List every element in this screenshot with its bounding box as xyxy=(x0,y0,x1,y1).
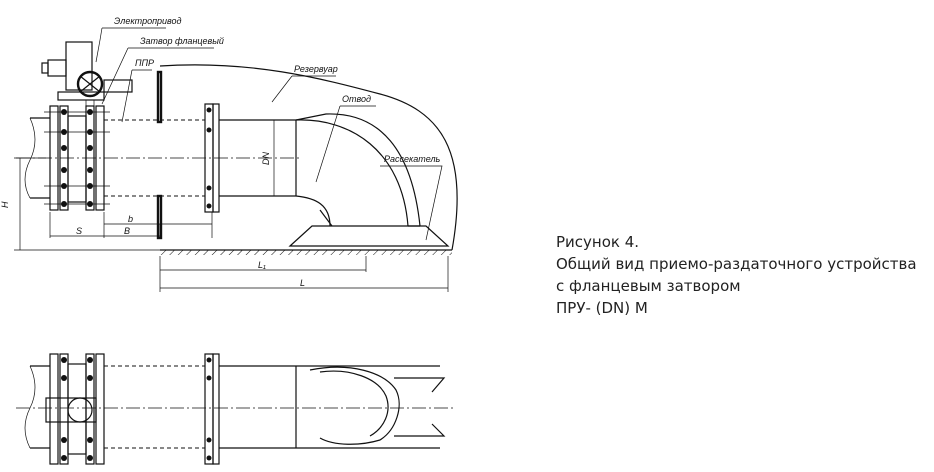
dim-b-small-label: b xyxy=(128,214,133,224)
label-electric-drive: Электропривод xyxy=(114,16,182,26)
dim-l-label: L xyxy=(300,278,305,288)
plan-view xyxy=(16,353,456,465)
label-flange-valve: Затвор фланцевый xyxy=(140,36,224,46)
label-ppr: ППР xyxy=(135,58,154,68)
ppr-pipe xyxy=(104,119,205,197)
side-view: H S B b DN L₁ L Электропривод Затвор фла… xyxy=(0,16,458,292)
caption-figure-number: Рисунок 4. xyxy=(556,233,640,251)
leader-outlet xyxy=(315,105,376,183)
dim-l-lines xyxy=(159,256,449,292)
leader-flange-valve xyxy=(101,47,214,105)
dim-l1-label: L₁ xyxy=(258,260,266,270)
leader-splitter xyxy=(380,165,443,241)
leader-tank xyxy=(271,75,336,103)
dim-h-label: H xyxy=(0,201,10,208)
plan-outlet-curve-inner xyxy=(319,370,389,437)
label-outlet: Отвод xyxy=(342,94,371,104)
caption-title: Общий вид приемо-раздаточного устройства xyxy=(556,255,917,273)
leader-ppr xyxy=(121,69,152,123)
plan-flange-valve-group xyxy=(45,353,105,465)
dim-h-lines xyxy=(14,157,160,251)
dim-s-label: S xyxy=(76,226,82,236)
caption-model: ПРУ- (DN) М xyxy=(556,299,648,317)
tank-wall-upper xyxy=(156,70,163,124)
dim-dn-label: DN xyxy=(261,152,271,165)
pipe-break-line xyxy=(24,117,36,199)
bolts xyxy=(61,109,93,207)
plan-pipe-break xyxy=(24,365,36,449)
tank-wall-lower xyxy=(156,194,163,240)
flange-valve-group xyxy=(44,105,110,211)
plan-outlet-curve-outer xyxy=(309,366,400,445)
splitter xyxy=(288,225,450,247)
outlet-elbow-outer xyxy=(295,113,421,227)
label-tank: Резервуар xyxy=(294,64,338,74)
dim-b-large-label: B xyxy=(124,226,130,236)
label-splitter: Рассекатель xyxy=(384,154,441,164)
inner-pipe xyxy=(219,119,297,197)
plan-inner-flange xyxy=(204,353,220,465)
ground-hatch xyxy=(160,250,452,255)
tank-outline xyxy=(159,64,458,251)
electric-drive xyxy=(41,41,133,106)
figure-caption: Рисунок 4. Общий вид приемо-раздаточного… xyxy=(556,231,917,319)
dim-sb-lines xyxy=(49,212,213,238)
caption-subtitle: с фланцевым затвором xyxy=(556,277,741,295)
outlet-elbow xyxy=(295,119,409,227)
plan-pipe xyxy=(219,365,440,449)
plan-ppr-pipe xyxy=(104,365,205,449)
leader-electric-drive xyxy=(95,27,166,63)
plan-splitter xyxy=(394,377,446,437)
pipe-left-stub xyxy=(30,117,50,199)
